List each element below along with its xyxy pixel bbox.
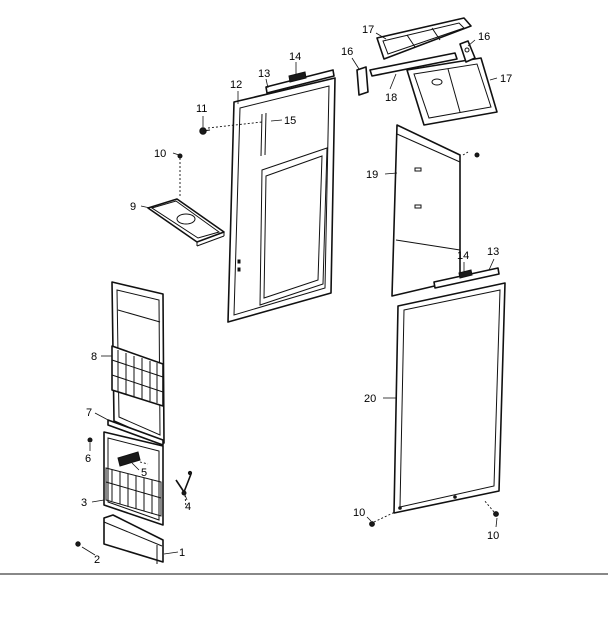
callout-3: 3 <box>81 497 87 509</box>
part-3-lower-panel <box>103 431 164 526</box>
callout-2: 2 <box>94 554 100 566</box>
callout-5: 5 <box>141 467 147 479</box>
callout-10-upper: 10 <box>154 148 166 160</box>
callout-19: 19 <box>366 169 378 181</box>
callout-10-lower-left: 10 <box>353 507 365 519</box>
part-16-right-bracket <box>459 40 476 63</box>
part-4-clip <box>175 470 193 509</box>
callout-8: 8 <box>91 351 97 363</box>
callout-13-upper: 13 <box>258 68 270 80</box>
part-1-kick-plate <box>103 514 164 564</box>
callout-16-right: 16 <box>478 31 490 43</box>
callout-17-lower: 17 <box>500 73 512 85</box>
part-17-upper-box <box>406 57 498 126</box>
callout-9: 9 <box>130 201 136 213</box>
callout-18: 18 <box>385 92 397 104</box>
part-10-screw-lower-right <box>483 499 499 517</box>
callout-7: 7 <box>86 407 92 419</box>
part-13-top-strip <box>265 69 335 94</box>
callout-4: 4 <box>185 501 191 513</box>
part-12-rear-panel <box>227 77 336 323</box>
callout-14-lower: 14 <box>457 250 469 262</box>
callout-16-left: 16 <box>341 46 353 58</box>
part-10-screw-lower-left <box>369 511 396 527</box>
part-2-screw <box>75 541 81 547</box>
part-14-clip <box>288 71 307 83</box>
part-20-side-panel <box>393 282 506 514</box>
part-7-strip <box>107 419 164 446</box>
callout-20: 20 <box>364 393 376 405</box>
part-14-lower-clip <box>458 269 473 279</box>
part-8-front-panel <box>111 281 165 444</box>
part-13-lower-strip <box>433 267 500 289</box>
callout-17-upper: 17 <box>362 24 374 36</box>
callout-12: 12 <box>230 79 242 91</box>
part-18-strip <box>369 52 458 77</box>
callout-14-upper: 14 <box>289 51 301 63</box>
callout-10-lower-right: 10 <box>487 530 499 542</box>
part-11-screw <box>199 127 211 135</box>
callout-13-lower: 13 <box>487 246 499 258</box>
callout-6: 6 <box>85 453 91 465</box>
callout-11: 11 <box>196 103 207 115</box>
callout-1: 1 <box>179 547 185 559</box>
callout-15: 15 <box>284 115 296 127</box>
part-6-screw <box>87 437 93 443</box>
leader-lines <box>81 32 498 556</box>
part-9-bracket <box>147 198 225 247</box>
part-16-left-bracket <box>356 66 369 96</box>
part-17-top-tray <box>376 17 472 60</box>
part-10-screw-upper <box>177 153 183 198</box>
part-5-handle <box>117 451 149 467</box>
part-19-side-panel <box>391 124 480 297</box>
part-15-guide <box>207 121 263 129</box>
